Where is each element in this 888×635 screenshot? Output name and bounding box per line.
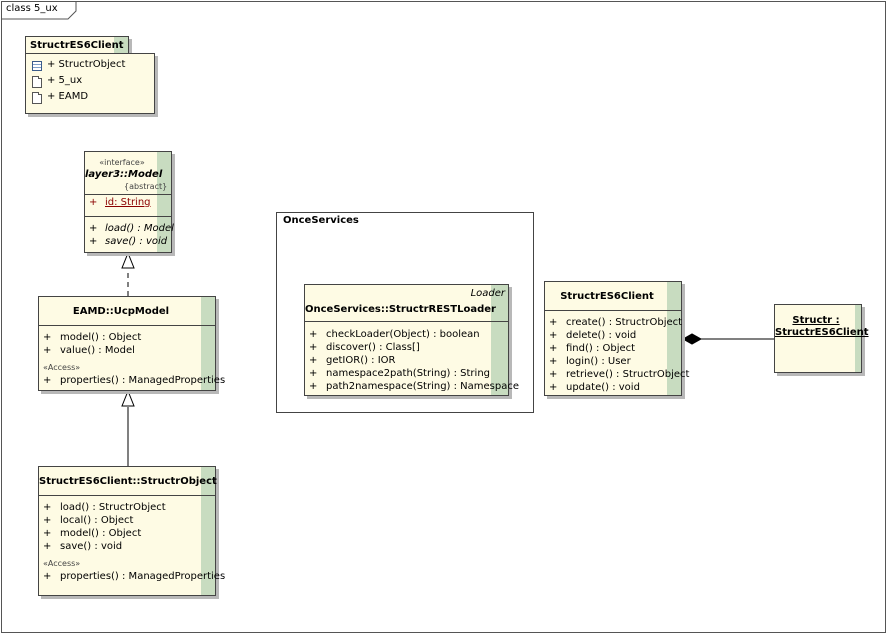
class-name: StructrES6Client [560, 291, 654, 302]
visibility-marker: + [43, 502, 52, 513]
class-stereotype: «interface» [99, 158, 145, 167]
operation-row: discover() : Class[] [326, 342, 420, 353]
package-icon [32, 92, 42, 104]
operation-row: local() : Object [60, 515, 134, 526]
operation-row: save() : void [60, 541, 123, 552]
class-strip [201, 297, 215, 390]
class-name: EAMD::UcpModel [72, 306, 170, 317]
operation-row: namespace2path(String) : String [326, 368, 491, 379]
visibility-marker: + [309, 355, 318, 366]
access-label: «Access» [43, 559, 81, 568]
operation-row: delete() : void [566, 330, 637, 341]
visibility-marker: + [43, 541, 52, 552]
package-item: + EAMD [47, 91, 89, 102]
operation-row: checkLoader(Object) : boolean [326, 329, 480, 340]
visibility-marker: + [309, 381, 318, 392]
operation-row: model() : Object [60, 528, 142, 539]
visibility-marker: + [309, 368, 318, 379]
composition-diamond [681, 333, 703, 345]
operation-row: create() : StructrObject [566, 317, 683, 328]
operation-row: load() : StructrObject [60, 502, 166, 513]
visibility-marker: + [43, 375, 52, 386]
package-item: + 5_ux [47, 75, 83, 86]
package-title: StructrES6Client [30, 40, 124, 51]
class-tag: {abstract} [124, 182, 168, 191]
package-title: OnceServices [283, 215, 359, 226]
visibility-marker: + [549, 330, 558, 341]
class-strip [855, 305, 861, 372]
operation-row: find() : Object [566, 343, 636, 354]
class-structrobject[interactable]: StructrES6Client::StructrObject + load()… [38, 466, 225, 596]
attribute-row: id: String [105, 197, 151, 208]
visibility-marker: + [549, 343, 558, 354]
visibility-marker: + [549, 369, 558, 380]
class-name: layer3::Model [85, 169, 163, 180]
package-item: + StructrObject [47, 59, 126, 70]
compartment-divider [85, 194, 171, 195]
package-structres6client-body[interactable]: + StructrObject + 5_ux + EAMD [25, 53, 155, 114]
visibility-marker: + [309, 329, 318, 340]
class-structres6client[interactable]: StructrES6Client + create() : StructrObj… [544, 281, 689, 396]
operation-row: value() : Model [60, 345, 135, 356]
visibility-marker: + [549, 382, 558, 393]
class-layer3-model[interactable]: «interface» layer3::Model {abstract} + i… [84, 151, 174, 253]
visibility-marker: + [43, 528, 52, 539]
frame-label: class 5_ux [6, 3, 58, 14]
visibility-marker: + [309, 342, 318, 353]
visibility-marker: + [43, 571, 52, 582]
generalization-arrowhead [121, 389, 135, 407]
class-strip [201, 467, 215, 595]
object-structr-instance[interactable]: Structr : StructrES6Client [774, 304, 869, 373]
visibility-marker: + [89, 197, 98, 208]
visibility-marker: + [43, 332, 52, 343]
compartment-divider [305, 321, 508, 322]
operation-row: save() : void [105, 236, 168, 247]
class-stereotype: Loader [470, 288, 505, 299]
operation-row: properties() : ManagedProperties [60, 375, 226, 386]
visibility-marker: + [549, 317, 558, 328]
class-strip [491, 285, 508, 395]
class-structrrestloader[interactable]: Loader OnceServices::StructrRESTLoader +… [304, 284, 519, 396]
class-name: StructrES6Client::StructrObject [39, 476, 217, 487]
operation-row: getIOR() : IOR [326, 355, 396, 366]
instance-classifier: StructrES6Client [775, 327, 869, 338]
package-structres6client-tab[interactable]: StructrES6Client [25, 36, 129, 54]
operation-row: load() : Model [105, 223, 174, 234]
compartment-divider [39, 325, 215, 326]
compartment-divider [39, 495, 215, 496]
operation-row: retrieve() : StructrObject [566, 369, 690, 380]
visibility-marker: + [89, 236, 98, 247]
visibility-marker: + [43, 345, 52, 356]
class-eamd-ucpmodel[interactable]: EAMD::UcpModel + model() : Object + valu… [38, 296, 225, 391]
access-label: «Access» [43, 363, 81, 372]
instance-name: Structr : [792, 315, 840, 326]
class-name: OnceServices::StructrRESTLoader [305, 304, 496, 315]
class-strip [157, 152, 171, 252]
visibility-marker: + [89, 223, 98, 234]
operation-row: properties() : ManagedProperties [60, 571, 226, 582]
class-strip [114, 37, 128, 53]
visibility-marker: + [549, 356, 558, 367]
compartment-divider [85, 216, 171, 217]
operation-row: path2namespace(String) : Namespace [326, 381, 520, 392]
frame-tab-outline [1, 1, 77, 20]
package-icon [32, 76, 42, 88]
realization-arrowhead [121, 251, 135, 269]
visibility-marker: + [43, 515, 52, 526]
operation-row: update() : void [566, 382, 640, 393]
class-icon [32, 61, 42, 71]
operation-row: model() : Object [60, 332, 142, 343]
operation-row: login() : User [566, 356, 631, 367]
compartment-divider [545, 310, 681, 311]
